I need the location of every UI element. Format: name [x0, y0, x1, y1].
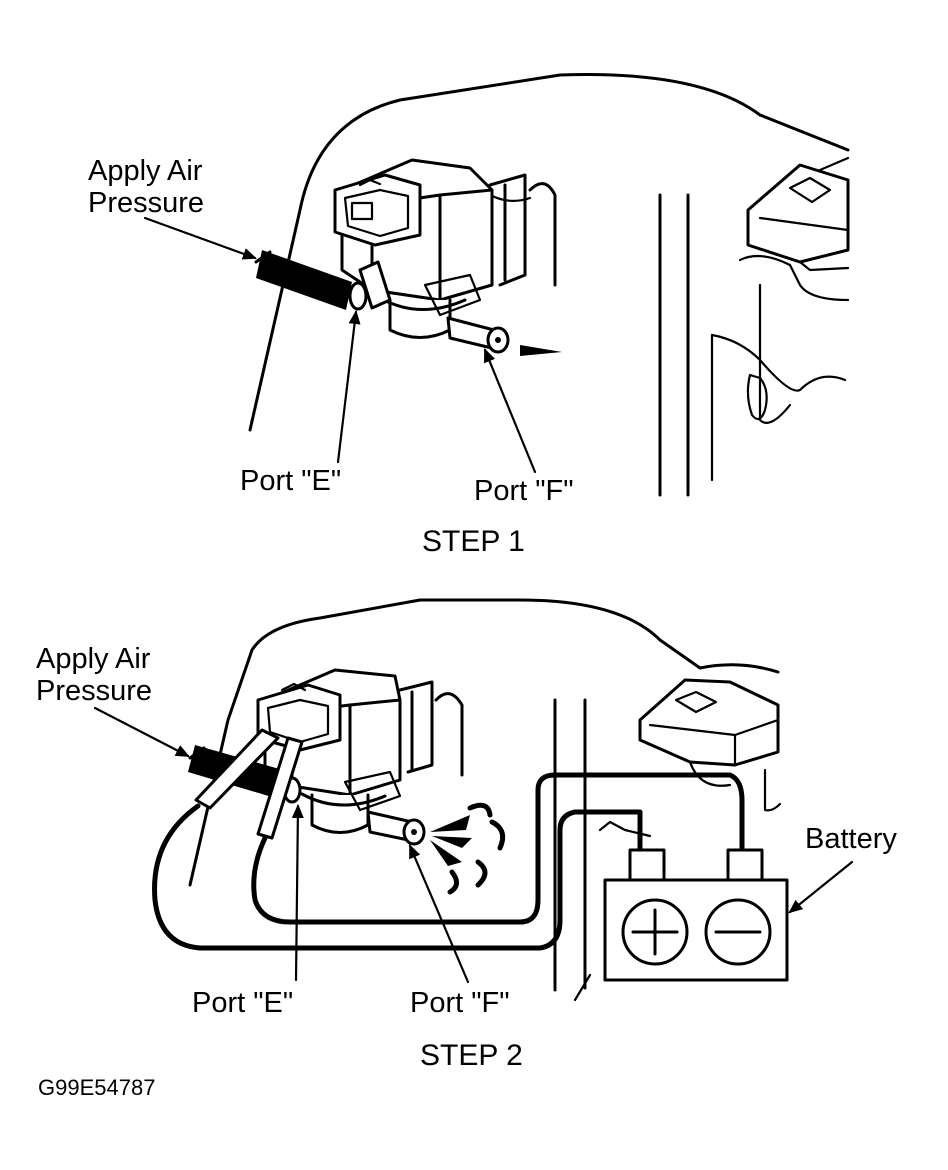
step1-port-f-label: Port "F"	[474, 475, 574, 507]
step1-pressure-label: Pressure	[88, 187, 204, 219]
step2-port-f-label: Port "F"	[410, 987, 510, 1019]
step1-port-e-arrow	[336, 310, 361, 464]
step2-apply-air-label: Apply Air	[36, 643, 151, 675]
step2-side-connector	[638, 678, 780, 787]
step1-engine-housing	[248, 73, 850, 497]
step2-pressure-label: Pressure	[36, 675, 152, 707]
step1-solenoid	[333, 158, 510, 354]
step2-mount-bracket	[398, 680, 464, 777]
battery-arrow	[788, 860, 854, 914]
step1-air-hose	[254, 250, 352, 310]
step2-port-e-arrow	[291, 804, 304, 982]
step2-apply-air-arrow	[93, 706, 190, 758]
step1-apply-air-label: Apply Air	[88, 155, 203, 187]
step1-apply-air-arrow	[143, 216, 257, 260]
battery-negative-terminal	[704, 898, 772, 966]
step2-port-e-label: Port "E"	[192, 987, 293, 1019]
step1-title: STEP 1	[422, 525, 525, 558]
step1-mount-bracket	[488, 173, 557, 287]
step2-title: STEP 2	[420, 1039, 523, 1072]
battery-label: Battery	[805, 823, 897, 855]
step1-side-connector	[746, 163, 850, 272]
figure-code: G99E54787	[38, 1075, 155, 1100]
step2-illustration	[93, 598, 854, 1002]
battery-positive-terminal	[621, 898, 689, 966]
battery	[603, 848, 789, 982]
step1-illustration	[143, 73, 850, 497]
step1-port-f-arrow	[483, 348, 537, 474]
step2-port-f-arrow	[408, 844, 470, 984]
step1-port-e-label: Port "E"	[240, 465, 341, 497]
step2-test-leads	[152, 728, 745, 951]
step1-air-flow-mark	[520, 345, 562, 356]
step2-air-burst	[430, 802, 506, 895]
